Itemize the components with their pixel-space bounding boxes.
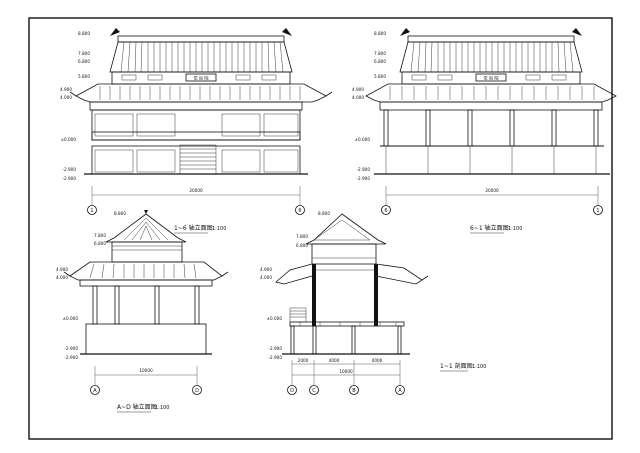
- side-level: -2.900: [65, 346, 79, 351]
- front-level: 4.000: [60, 95, 72, 100]
- rear-level-labels: 8.800 7.800 6.800 5.800 4.900 4.000 ±0.0…: [352, 31, 386, 181]
- rear-axis-right: 1: [596, 208, 599, 214]
- rear-overall-dim: 20000: [485, 188, 499, 193]
- section-dim: 4000: [329, 358, 340, 363]
- rear-level: ±0.000: [355, 137, 371, 142]
- sheet-border: [28, 17, 613, 440]
- front-elevation: 觉 尚 院: [60, 28, 333, 234]
- side-level: 7.800: [94, 233, 106, 238]
- section-level: 6.800: [296, 243, 308, 248]
- side-level: ±0.000: [63, 316, 79, 321]
- section-level: ±0.000: [267, 316, 283, 321]
- section-level: -2.900: [269, 355, 283, 360]
- front-scale: 1:100: [212, 226, 226, 232]
- rear-level: 6.800: [374, 59, 386, 64]
- section-axis: C: [312, 388, 316, 394]
- front-level: 8.800: [78, 31, 90, 36]
- side-overall-dim: 10000: [139, 368, 153, 373]
- rear-level: -2.900: [357, 176, 371, 181]
- rear-elevation: 觉 尚 院 8.800 7.800: [352, 28, 617, 234]
- front-level: -2.900: [63, 167, 77, 172]
- rear-level: 7.800: [374, 51, 386, 56]
- front-level: -2.900: [63, 176, 77, 181]
- side-level: 8.800: [114, 211, 126, 216]
- section-level: 4.000: [260, 275, 272, 280]
- side-level-labels: 8.800 7.800 6.800 4.900 4.000 ±0.000 -2.…: [56, 211, 126, 360]
- front-axis-left: 1: [90, 208, 93, 214]
- front-level: 5.800: [78, 74, 90, 79]
- section-level: 8.800: [318, 211, 330, 216]
- rear-level: 8.800: [374, 31, 386, 36]
- section-title: 1~1 剖面图: [440, 362, 473, 370]
- rear-level: 4.900: [352, 87, 364, 92]
- side-axis-right: D: [195, 388, 199, 394]
- front-level: 4.900: [60, 87, 72, 92]
- front-level-labels: 8.800 7.800 6.800 5.800 4.900 4.000 ±0.0…: [60, 31, 90, 181]
- section-axis: D: [290, 388, 294, 394]
- rear-level: 4.000: [352, 95, 364, 100]
- section-dim: 4000: [372, 358, 383, 363]
- rear-title: 6~1 轴立面图: [470, 224, 509, 232]
- rear-scale: 1:100: [508, 226, 522, 232]
- section-scale: 1:100: [472, 364, 486, 370]
- rear-plaque: 觉 尚 院: [483, 75, 499, 82]
- section-dim: 2000: [298, 358, 309, 363]
- rear-axis-left: 6: [384, 208, 387, 214]
- front-level: 7.800: [78, 51, 90, 56]
- front-level: ±0.000: [61, 137, 77, 142]
- section-level: -2.900: [269, 346, 283, 351]
- section-axis: A: [398, 388, 402, 394]
- side-level: 4.000: [56, 275, 68, 280]
- section-level: 4.900: [260, 267, 272, 272]
- front-plaque: 觉 尚 院: [193, 75, 209, 82]
- section-overall-dim: 10000: [339, 369, 353, 374]
- section-drawing: 8.800 7.800 6.800 4.900 4.000 ±0.000 -2.…: [260, 211, 486, 395]
- side-elevation: 8.800 7.800 6.800 4.900 4.000 ±0.000 -2.…: [56, 210, 229, 413]
- rear-level: -2.900: [357, 167, 371, 172]
- rear-level: 5.800: [374, 74, 386, 79]
- front-level: 6.800: [78, 59, 90, 64]
- side-level: -2.900: [65, 355, 79, 360]
- side-scale: 1:100: [155, 405, 169, 411]
- section-level-labels: 8.800 7.800 6.800 4.900 4.000 ±0.000 -2.…: [260, 211, 330, 360]
- side-title: A~D 轴立面图: [117, 403, 157, 411]
- side-level: 6.800: [94, 241, 106, 246]
- front-axis-right: 6: [298, 208, 301, 214]
- side-axis-left: A: [93, 388, 97, 394]
- front-overall-dim: 20000: [189, 188, 203, 193]
- section-axis: B: [352, 388, 356, 394]
- section-level: 7.800: [296, 234, 308, 239]
- front-title: 1~6 轴立面图: [174, 224, 213, 232]
- side-level: 4.900: [56, 267, 68, 272]
